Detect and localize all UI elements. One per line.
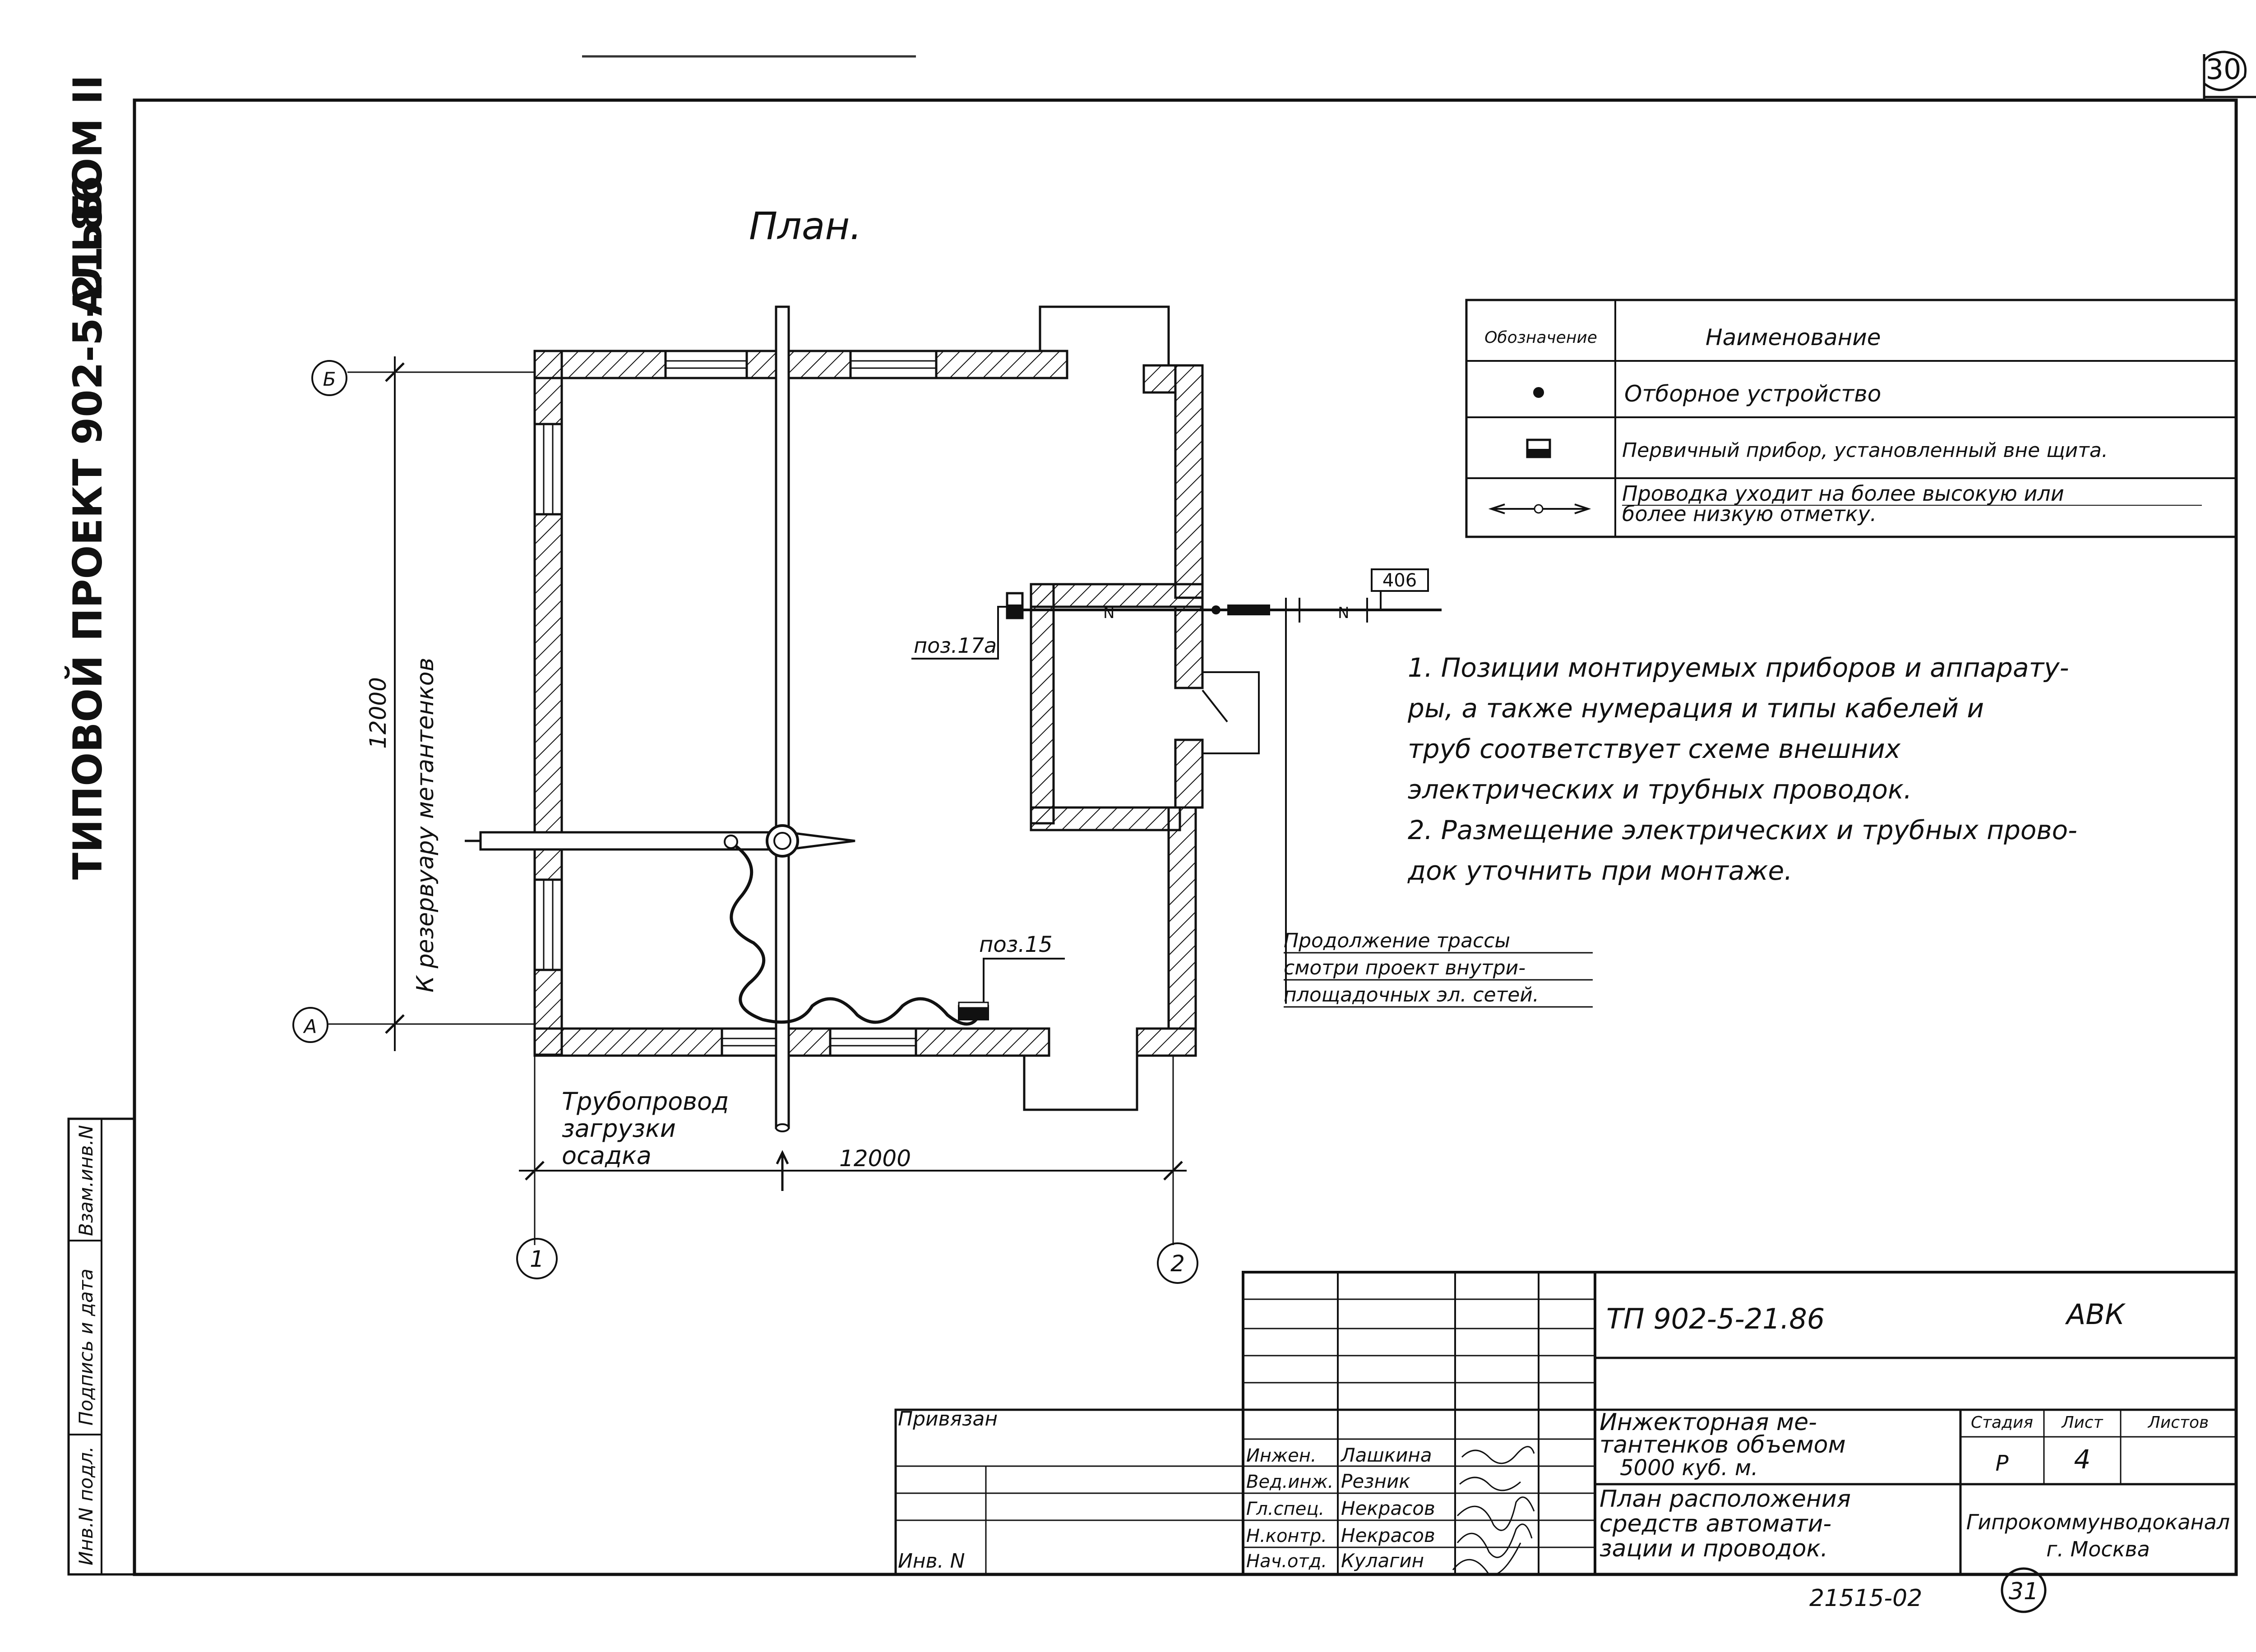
svg-text:Инжекторная ме-: Инжекторная ме- xyxy=(1600,1409,1817,1436)
svg-text:1. Позиции монтируемых приборо: 1. Позиции монтируемых приборов и аппара… xyxy=(1408,652,2069,683)
building-walls xyxy=(533,305,1260,1111)
svg-text:Кулагин: Кулагин xyxy=(1341,1550,1424,1572)
axis-a: А xyxy=(303,1015,317,1038)
axis-1: 1 xyxy=(530,1246,544,1272)
signatures xyxy=(1452,1446,1535,1576)
legend-header-symbol: Обозначение xyxy=(1484,328,1597,347)
svg-text:Нач.отд.: Нач.отд. xyxy=(1246,1551,1327,1572)
label-tank: К резервуару метантенков xyxy=(412,658,439,992)
dim-vertical: 12000 xyxy=(365,677,391,749)
svg-text:поз.15: поз.15 xyxy=(979,932,1053,957)
project-code: ТИПОВОЙ ПРОЕКТ 902-5-21.86 xyxy=(65,176,111,880)
device-poz-17a: поз.17а N N 406 xyxy=(911,568,1442,660)
svg-text:средств автомати-: средств автомати- xyxy=(1600,1510,1831,1537)
album-title: АЛЬБОМ II xyxy=(65,75,111,316)
svg-text:Некрасов: Некрасов xyxy=(1341,1524,1435,1546)
drawing-number: 21515-02 xyxy=(1809,1585,1922,1612)
svg-text:Инжен.: Инжен. xyxy=(1246,1445,1317,1466)
side-stamp: Инв.N подл. Подпись и дата Взам.инв.N xyxy=(67,1117,136,1576)
continuation-note: Продолжение трассы смотри проект внутри-… xyxy=(1284,610,1593,1008)
plan-axes: Б А 12000 К резервуару метантенков 12000… xyxy=(292,356,1198,1284)
svg-text:4: 4 xyxy=(2074,1444,2091,1475)
dim-horizontal: 12000 xyxy=(839,1145,911,1172)
plan-title: План. xyxy=(749,204,862,248)
svg-text:площадочных эл. сетей.: площадочных эл. сетей. xyxy=(1284,983,1539,1006)
dot-icon xyxy=(1533,387,1544,398)
svg-text:г. Москва: г. Москва xyxy=(2046,1537,2150,1561)
svg-text:Гипрокоммунводоканал: Гипрокоммунводоканал xyxy=(1966,1510,2230,1534)
svg-text:Первичный прибор, установленны: Первичный прибор, установленный вне щита… xyxy=(1622,439,2108,462)
svg-text:Лашкина: Лашкина xyxy=(1340,1444,1432,1466)
svg-text:зации и проводок.: зации и проводок. xyxy=(1600,1535,1828,1562)
svg-text:осадка: осадка xyxy=(562,1141,652,1170)
page-number: 30 xyxy=(2203,51,2256,102)
svg-text:Резник: Резник xyxy=(1341,1470,1410,1492)
vertical-pipe xyxy=(775,305,790,1132)
svg-text:смотри проект внутри-: смотри проект внутри- xyxy=(1284,956,1526,979)
side-titles: ТИПОВОЙ ПРОЕКТ 902-5-21.86 АЛЬБОМ II xyxy=(65,75,111,880)
bottom-page-circle: 31 xyxy=(2001,1567,2047,1613)
svg-text:тантенков объемом: тантенков объемом xyxy=(1600,1431,1846,1458)
ref-406: 406 xyxy=(1382,570,1417,591)
svg-text:Инв. N: Инв. N xyxy=(898,1550,965,1573)
svg-text:Вед.инж.: Вед.инж. xyxy=(1246,1472,1333,1492)
title-mark: АВК xyxy=(2065,1298,2126,1331)
wavy-cable xyxy=(730,841,982,1026)
svg-text:N: N xyxy=(1103,604,1114,622)
svg-text:30: 30 xyxy=(2206,53,2242,86)
svg-text:Н.контр.: Н.контр. xyxy=(1246,1526,1327,1546)
svg-text:Проводка уходит на более высок: Проводка уходит на более высокую или xyxy=(1622,481,2064,506)
svg-text:ры, а также нумерация и типы к: ры, а также нумерация и типы кабелей и xyxy=(1407,693,1984,724)
svg-text:электрических и трубных провод: электрических и трубных проводок. xyxy=(1408,774,1912,805)
pipeline-label: Трубопровод xyxy=(562,1087,729,1116)
svg-text:5000 куб. м.: 5000 куб. м. xyxy=(1620,1455,1758,1481)
legend-header-name: Наименование xyxy=(1706,324,1881,351)
notes: 1. Позиции монтируемых приборов и аппара… xyxy=(1407,652,2077,886)
axis-b: Б xyxy=(323,368,336,390)
svg-text:Р: Р xyxy=(1996,1451,2009,1476)
svg-text:Гл.спец.: Гл.спец. xyxy=(1246,1499,1324,1519)
svg-text:План расположения: План расположения xyxy=(1600,1486,1851,1513)
svg-text:Отборное устройство: Отборное устройство xyxy=(1624,381,1881,407)
svg-text:Лист: Лист xyxy=(2061,1413,2103,1432)
svg-text:2. Размещение электрических и: 2. Размещение электрических и трубных пр… xyxy=(1408,815,2077,845)
arrow-line-icon xyxy=(1488,503,1591,514)
svg-text:загрузки: загрузки xyxy=(562,1114,676,1143)
primary-device-icon xyxy=(1526,438,1551,458)
svg-text:поз.17а: поз.17а xyxy=(914,633,997,658)
dot-icon xyxy=(724,835,738,849)
svg-text:Стадия: Стадия xyxy=(1971,1413,2033,1432)
device-poz-15: поз.15 xyxy=(958,932,1065,1020)
axis-2: 2 xyxy=(1170,1251,1185,1277)
svg-text:Продолжение трассы: Продолжение трассы xyxy=(1284,929,1510,952)
svg-text:N: N xyxy=(1338,604,1349,622)
svg-text:31: 31 xyxy=(2009,1578,2039,1605)
svg-text:Инв.N подл.: Инв.N подл. xyxy=(75,1446,97,1565)
tank-pipe xyxy=(465,824,855,858)
title-block: Привязан Инв. N ТП 902-5-21.86 АВК Инжек… xyxy=(894,1271,2238,1576)
svg-text:Привязан: Привязан xyxy=(898,1407,998,1431)
svg-text:Взам.инв.N: Взам.инв.N xyxy=(75,1125,97,1236)
title-code: ТП 902-5-21.86 xyxy=(1606,1302,1825,1335)
svg-text:док уточнить при монтаже.: док уточнить при монтаже. xyxy=(1407,855,1793,886)
svg-text:Подпись и дата: Подпись и дата xyxy=(75,1269,97,1426)
svg-text:Листов: Листов xyxy=(2147,1413,2209,1432)
svg-text:труб соответствует схеме внешн: труб соответствует схеме внешних xyxy=(1408,734,1901,764)
legend-table: Обозначение Наименование Отборное устрой… xyxy=(1465,299,2238,538)
svg-text:Некрасов: Некрасов xyxy=(1341,1497,1435,1519)
